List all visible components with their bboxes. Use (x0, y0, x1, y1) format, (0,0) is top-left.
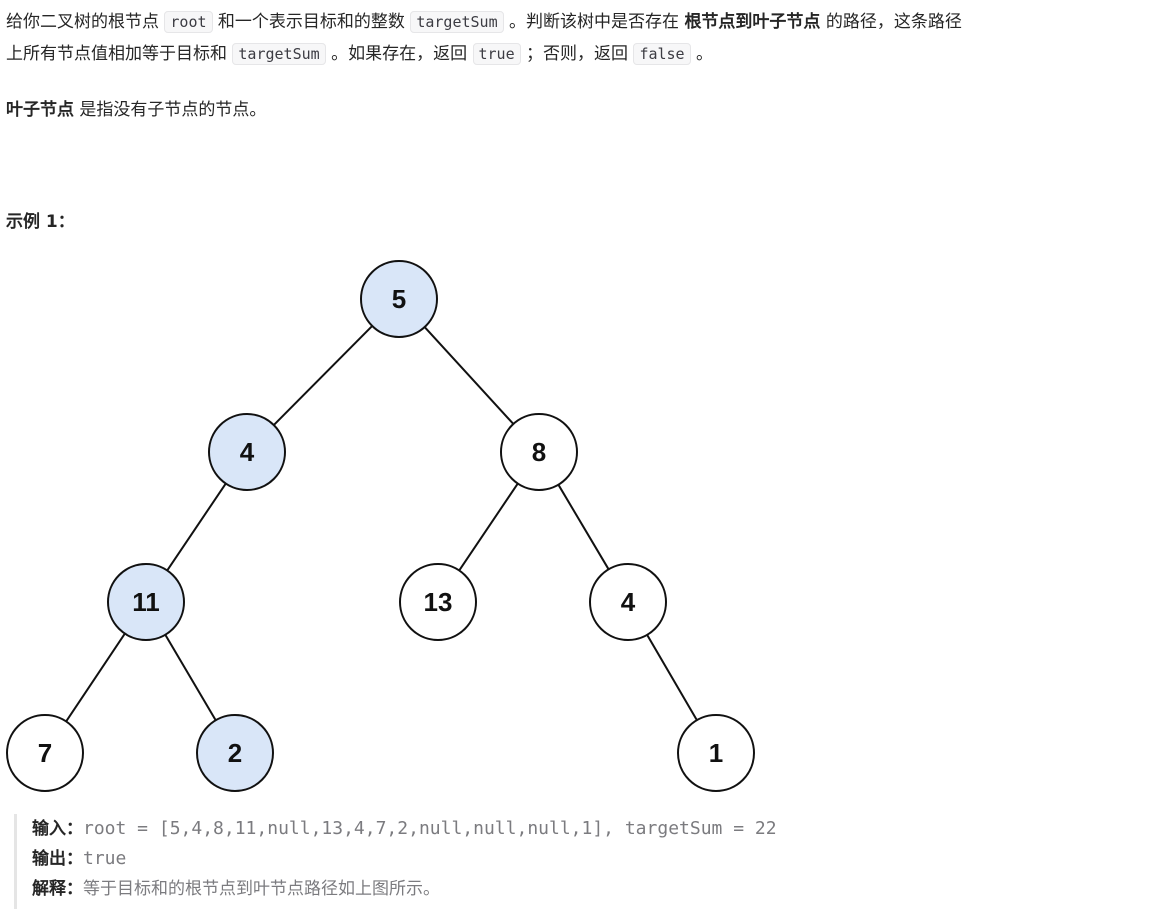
tree-edge (164, 634, 217, 721)
tree-edge (166, 482, 227, 572)
desc-text: 给你二叉树的根节点 (6, 12, 165, 32)
tree-edge (423, 326, 515, 425)
desc-text: 。如果存在，返回 (325, 44, 473, 64)
output-label: 输出： (32, 849, 83, 869)
tree-node-circle (6, 714, 84, 792)
tree-node-label: 1 (709, 738, 723, 768)
tree-node: 4 (589, 563, 667, 641)
tree-node: 5 (360, 260, 438, 338)
tree-node-label: 13 (424, 587, 453, 617)
example-input-line: 输入：root = [5,4,8,11,null,13,4,7,2,null,n… (32, 814, 944, 844)
tree-node-circle (500, 413, 578, 491)
code-true: true (472, 43, 521, 65)
example-output-line: 输出：true (32, 844, 944, 874)
tree-edge (458, 482, 519, 572)
desc-text: 和一个表示目标和的整数 (212, 12, 411, 32)
tree-node-circle-highlighted (360, 260, 438, 338)
explanation-label: 解释： (32, 879, 83, 899)
tree-node-label: 4 (240, 437, 255, 467)
tree-edges (65, 325, 698, 722)
explanation-value: 等于目标和的根节点到叶节点路径如上图所示。 (83, 879, 440, 899)
tree-node-circle-highlighted (107, 563, 185, 641)
tree-node: 1 (677, 714, 755, 792)
tree-edge (646, 634, 698, 721)
tree-node-circle-highlighted (196, 714, 274, 792)
tree-node: 11 (107, 563, 185, 641)
desc-text: 。 (690, 44, 713, 64)
desc-text: 是指没有子节点的节点。 (74, 100, 267, 120)
tree-node-circle (399, 563, 477, 641)
bold-root-to-leaf: 根节点到叶子节点 (684, 12, 821, 32)
tree-node: 2 (196, 714, 274, 792)
tree-node-circle (677, 714, 755, 792)
desc-text: 。判断该树中是否存在 (503, 12, 685, 32)
input-value: root = [5,4,8,11,null,13,4,7,2,null,null… (83, 818, 777, 839)
tree-edge (65, 633, 126, 722)
tree-node: 8 (500, 413, 578, 491)
code-root: root (164, 11, 213, 33)
desc-text: 上所有节点值相加等于目标和 (6, 44, 233, 64)
bold-leaf-node: 叶子节点 (6, 100, 74, 120)
example-explanation-line: 解释：等于目标和的根节点到叶节点路径如上图所示。 (32, 874, 944, 904)
code-targetsum: targetSum (410, 11, 504, 33)
problem-description-paragraph-2: 叶子节点 是指没有子节点的节点。 (6, 94, 266, 126)
code-targetsum: targetSum (232, 43, 326, 65)
tree-node: 13 (399, 563, 477, 641)
output-value: true (83, 848, 127, 869)
tree-edge (273, 325, 373, 426)
input-label: 输入： (32, 819, 83, 839)
tree-node-label: 5 (392, 284, 406, 314)
tree-edge (557, 484, 610, 570)
code-false: false (633, 43, 691, 65)
example-title: 示例 1： (6, 212, 75, 232)
tree-node-label: 2 (228, 738, 242, 768)
tree-node: 7 (6, 714, 84, 792)
desc-text: ；否则，返回 (520, 44, 634, 64)
tree-node-label: 11 (132, 587, 160, 617)
example-block: 输入：root = [5,4,8,11,null,13,4,7,2,null,n… (14, 814, 944, 909)
tree-node-circle (589, 563, 667, 641)
tree-node-label: 7 (38, 738, 52, 768)
tree-nodes: 5 4 8 11 13 4 7 2 1 (6, 260, 755, 792)
tree-node-label: 8 (532, 437, 546, 467)
problem-description-paragraph-1: 给你二叉树的根节点 root 和一个表示目标和的整数 targetSum 。判断… (6, 6, 962, 70)
tree-node-label: 4 (621, 587, 636, 617)
tree-node-circle-highlighted (208, 413, 286, 491)
tree-node: 4 (208, 413, 286, 491)
desc-text: 的路径，这条路径 (820, 12, 962, 32)
